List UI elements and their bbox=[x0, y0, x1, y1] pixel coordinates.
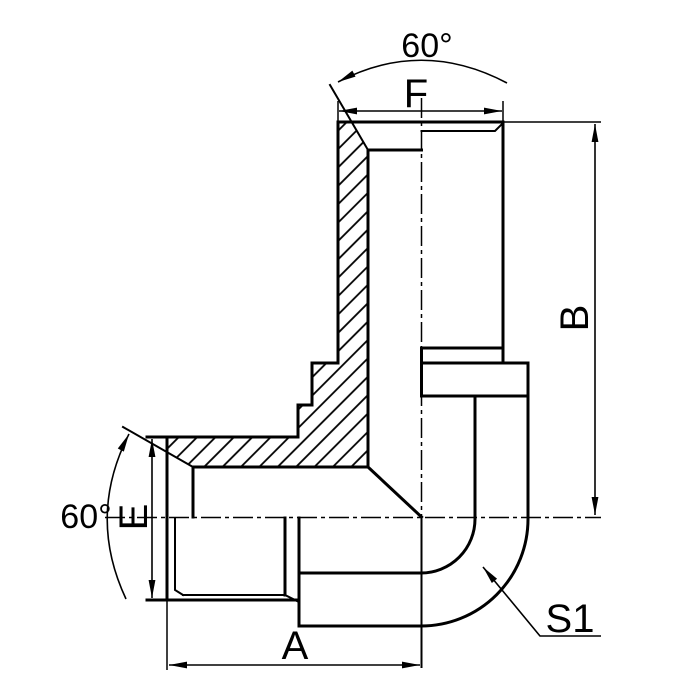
hex-flange bbox=[420, 361, 530, 398]
s1-leader-line bbox=[482, 566, 601, 637]
inner-elbow-profile bbox=[297, 394, 477, 575]
angle-dimension-top: 60° bbox=[337, 27, 508, 84]
centerlines bbox=[105, 98, 601, 668]
dimension-a: A bbox=[169, 624, 420, 669]
dimension-b: B bbox=[553, 124, 599, 515]
bore-miter-seam bbox=[365, 464, 424, 520]
left-angle-label: 60° bbox=[60, 498, 111, 536]
leader-s1: S1 bbox=[482, 566, 601, 641]
dimension-f: F bbox=[339, 72, 502, 116]
dimension-e: E bbox=[112, 439, 156, 598]
top-cone-chamfer bbox=[328, 83, 370, 152]
outer-elbow-profile bbox=[297, 394, 530, 628]
angle-dimension-left: 60° bbox=[60, 433, 130, 600]
e-dim-label: E bbox=[112, 504, 156, 531]
f-dim-label: F bbox=[404, 72, 428, 116]
top-thread-crest bbox=[420, 121, 505, 132]
a-dim-label: A bbox=[282, 624, 309, 668]
left-thread-relief bbox=[174, 517, 185, 597]
top-angle-label: 60° bbox=[401, 27, 452, 65]
top-angle-arc bbox=[337, 59, 508, 84]
b-dim-label: B bbox=[553, 305, 597, 332]
s1-label: S1 bbox=[546, 597, 595, 641]
left-angle-arc bbox=[106, 433, 130, 600]
section-hatch bbox=[167, 122, 368, 467]
fitting-body bbox=[121, 83, 530, 628]
extension-lines bbox=[166, 101, 601, 670]
left-cone-chamfer bbox=[121, 425, 195, 469]
left-step-profile bbox=[296, 120, 340, 439]
cut-wall-hatch-region bbox=[167, 122, 368, 467]
